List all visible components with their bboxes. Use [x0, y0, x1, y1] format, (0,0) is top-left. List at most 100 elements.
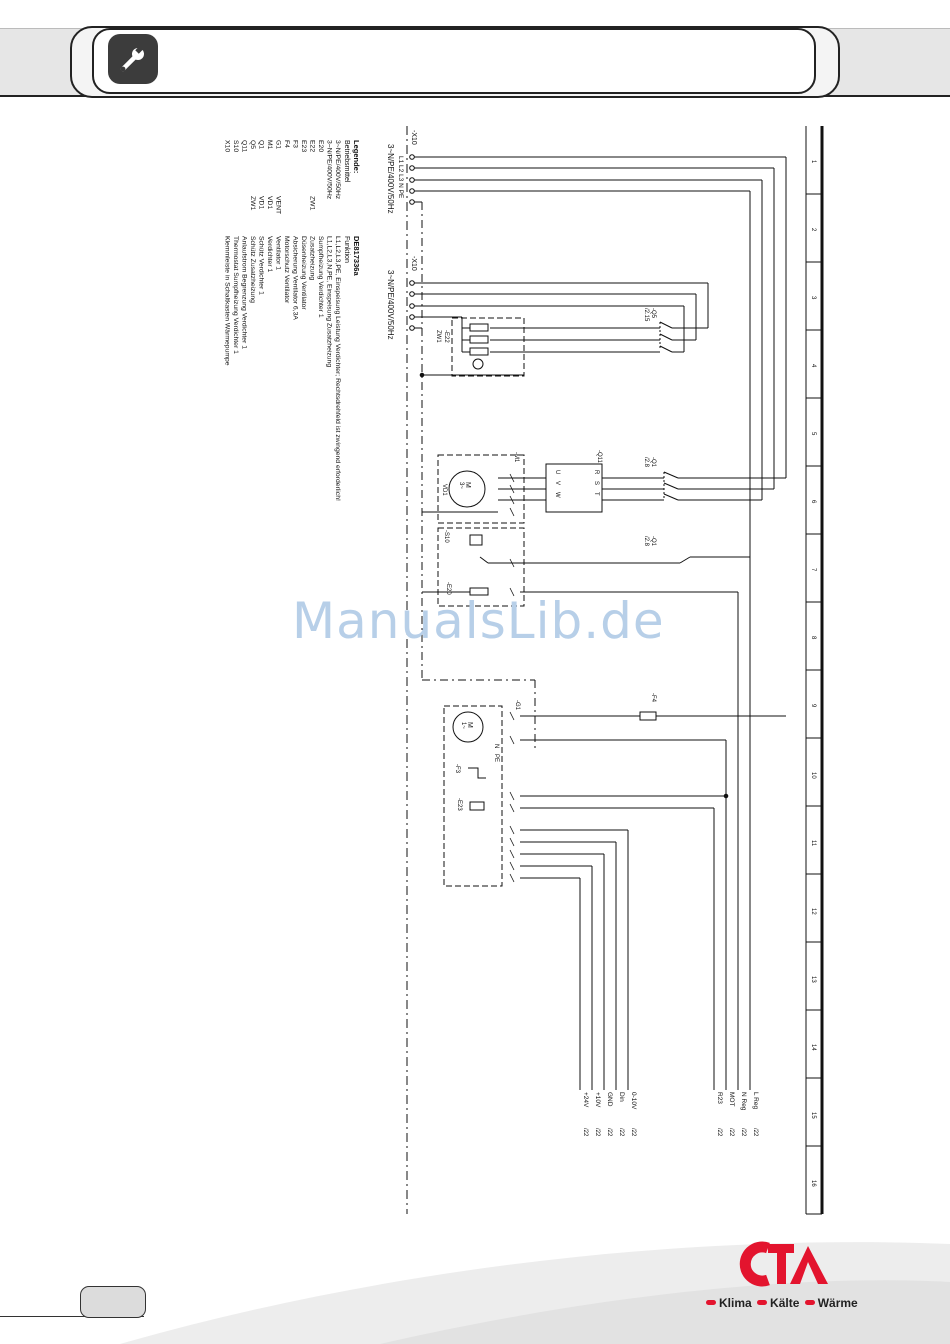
legend-row-tag: ZW1 [249, 196, 256, 211]
output-ref: /22 [618, 1128, 624, 1137]
legend-row-device: G1 [275, 140, 282, 149]
supply2-rails [409, 280, 709, 352]
legend-row-device: E20 [317, 140, 324, 152]
column-number: 9 [810, 704, 816, 708]
tools-button[interactable] [108, 34, 158, 84]
output-ref: /22 [728, 1128, 734, 1137]
s10-e20 [422, 527, 750, 1090]
output-gnd: GND [606, 1092, 613, 1107]
m1-label: -M1 [513, 452, 519, 463]
page-number-line [0, 1316, 144, 1317]
output-ref: /22 [752, 1128, 758, 1137]
legend-row-function: Sumpfheizung Verdichter 1 [317, 236, 324, 318]
supply2-tag: -X10 [410, 256, 417, 271]
output-plus10v: +10V [594, 1092, 601, 1108]
q1b-label: -Q1 [650, 536, 656, 547]
terminal-n: N [493, 744, 499, 748]
legend-row-device: E22 [309, 140, 316, 152]
g1-label: -G1 [514, 700, 520, 711]
tagline-dot [757, 1300, 768, 1306]
output-r23: R23 [716, 1092, 723, 1104]
terminal-pe: PE [493, 754, 499, 762]
output-n-reg: N Reg [740, 1092, 747, 1111]
q1b-ref: /2.8 [643, 536, 649, 547]
column-number: 3 [810, 296, 816, 300]
motor-phase-label: 3~ [458, 482, 464, 489]
q1-label: -Q1 [650, 457, 656, 468]
column-number: 1 [810, 160, 816, 164]
brand-tagline: Klima Kälte Wärme [704, 1296, 858, 1310]
terminal-marks [509, 473, 515, 883]
legend-row-device: F4 [283, 140, 290, 148]
fan-m-label: M [466, 722, 473, 728]
output-ref: /22 [716, 1128, 722, 1137]
column-number: 4 [810, 364, 816, 368]
legend-col1-header: Betriebsmittel [343, 140, 350, 183]
column-number: 5 [810, 432, 816, 436]
legend-col2-header: Funktion [343, 236, 350, 263]
cta-logo [739, 1241, 828, 1287]
legend-row-device: E23 [300, 140, 307, 152]
legend-row-device: S10 [232, 140, 239, 152]
column-number: 6 [810, 500, 816, 504]
legend-row-function: L1,L2,L3,PE, Einspeisung Leistung Verdic… [334, 236, 341, 501]
legend-row-device: M1 [266, 140, 273, 150]
legend-row-device: 3~N/PE/400V/50Hz [326, 140, 333, 200]
tagline-klima: Klima [719, 1296, 752, 1310]
output-mot: MOT [728, 1092, 735, 1106]
legend-row-function: Schütz Verdichter 1 [258, 236, 265, 295]
legend-title: Legende: [352, 140, 361, 173]
q5-ref: /2.15 [643, 308, 649, 322]
legend-row-device: F3 [292, 140, 299, 148]
output-ref: /22 [606, 1128, 612, 1137]
output-din: Din [618, 1092, 625, 1102]
q1-ref: /2.8 [643, 457, 649, 468]
output-ref: /22 [582, 1128, 588, 1137]
legend-row-device: Q1 [258, 140, 265, 149]
motor-m-label: M [464, 482, 471, 488]
wrench-icon [120, 45, 144, 72]
legend-row-function: Thermostat Sumpfheizung Verdichter 1 [232, 236, 239, 354]
tagline-kalte: Kälte [770, 1296, 800, 1310]
legend-row-tag: VENT [275, 196, 282, 214]
terminal-t: T [593, 492, 599, 496]
column-number: 12 [810, 908, 816, 915]
e23-label: -E23 [456, 798, 462, 811]
column-number: 10 [810, 772, 816, 779]
output-plus24v: +24V [582, 1092, 589, 1108]
legend-row-device: X10 [224, 140, 231, 152]
fan-enclosure [422, 679, 786, 1090]
legend-row-function: L1,L2,L3,N,PE, Einspeisung Zusatzheizung [326, 236, 333, 367]
terminal-v: V [554, 481, 560, 485]
output-ref: /22 [740, 1128, 746, 1137]
legend-row-function: Anlaufstrom Begrenzung Verdichter 1 [241, 236, 248, 349]
q5-contactor [419, 317, 708, 378]
f4-label: -F4 [650, 693, 656, 703]
legend-row-function: Zusatzheizung [309, 236, 316, 280]
watermark: ManualsLib.de [292, 592, 665, 650]
terminal-s: S [593, 481, 599, 485]
output-l-reg: L Reg [752, 1092, 759, 1109]
legend-row-function: Motorschutz Ventilator [283, 236, 290, 304]
legend-doc-number: DE817336a [352, 236, 361, 276]
tagline-dot [706, 1300, 716, 1306]
legend-row-function: Schütz Zusatzheizung [249, 236, 256, 303]
header-title-box [92, 28, 816, 94]
terminal-w: W [554, 492, 560, 498]
e20-label: -E20 [445, 582, 451, 595]
vd1-label: VD1 [441, 484, 447, 496]
column-number: 15 [810, 1112, 816, 1119]
terminal-u: U [554, 470, 560, 474]
supply2-voltage: 3~N/PE/400V/50Hz [386, 270, 395, 340]
output-ref: /22 [594, 1128, 600, 1137]
supply1-tag: -X10 [410, 130, 417, 145]
tagline-warme: Wärme [817, 1296, 858, 1310]
legend-row-tag: VD1 [258, 196, 265, 209]
q5-label: -Q5 [650, 308, 656, 319]
q1-q11-m1 [422, 454, 679, 524]
q11-label: -Q11 [596, 450, 602, 464]
supply1-terminals: L1 L2 L3 N PE [397, 156, 404, 199]
column-ticks [806, 193, 822, 1215]
